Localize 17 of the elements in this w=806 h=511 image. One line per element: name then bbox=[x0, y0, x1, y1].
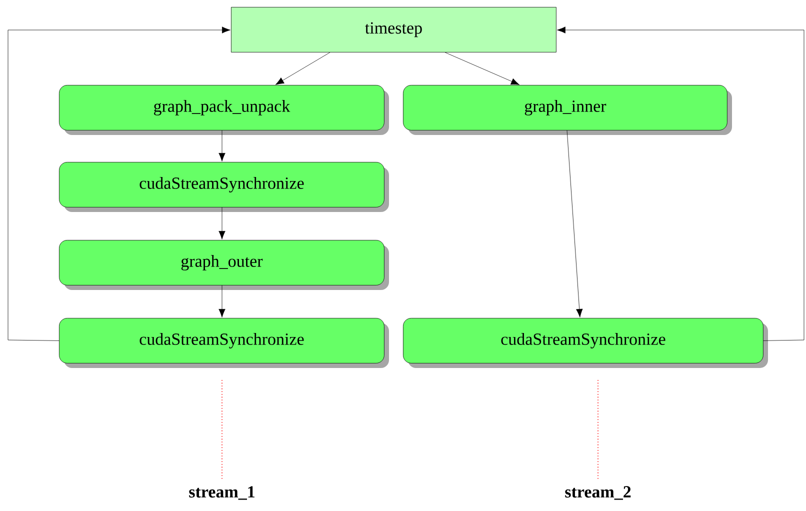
arrow bbox=[557, 26, 804, 341]
arrow bbox=[218, 130, 226, 162]
arrow bbox=[8, 26, 230, 341]
process-box: cudaStreamSynchronize bbox=[403, 318, 768, 368]
process-box: graph_pack_unpack bbox=[59, 85, 389, 135]
start-box: timestep bbox=[231, 7, 556, 52]
stream-label: stream_2 bbox=[565, 486, 631, 500]
process-box: graph_inner bbox=[403, 85, 732, 135]
arrow bbox=[218, 285, 226, 318]
arrow bbox=[444, 52, 520, 85]
process-box: graph_outer bbox=[59, 240, 389, 290]
arrow bbox=[276, 52, 330, 85]
process-box: cudaStreamSynchronize bbox=[59, 162, 389, 212]
arrow bbox=[566, 130, 583, 318]
arrow bbox=[218, 207, 226, 240]
stream-label: stream_1 bbox=[189, 486, 254, 500]
process-box: cudaStreamSynchronize bbox=[59, 318, 389, 368]
